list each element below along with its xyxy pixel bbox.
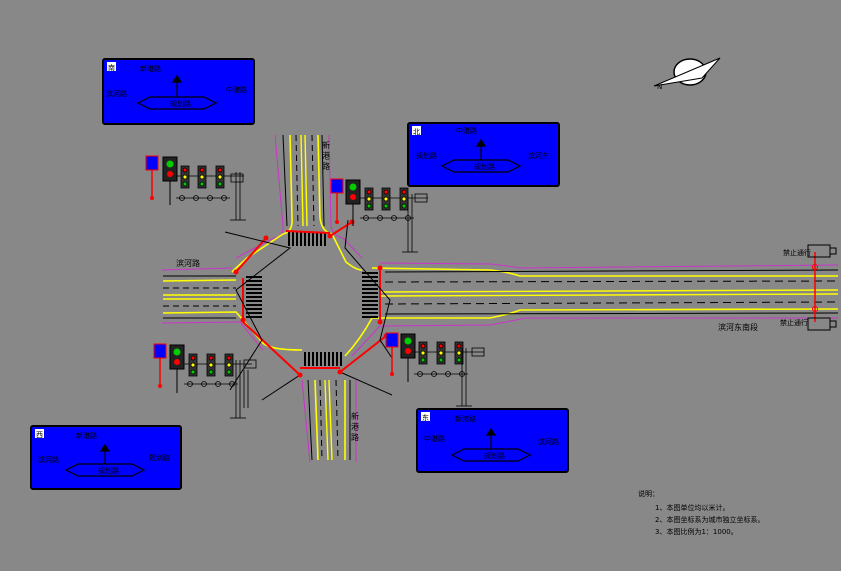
road-label-east: 滨河东南段	[718, 322, 758, 332]
sign-badge: 西	[36, 431, 43, 439]
stop-line-dots	[233, 219, 389, 378]
sign-right: 滨河路	[538, 437, 559, 446]
signal-group-se	[385, 332, 485, 407]
barrier-sign-icon	[807, 244, 837, 258]
note-item: 1、本图单位均以米计。	[655, 504, 730, 512]
guide-sign-se: 东 新港路 中港路 滨河路 规划路	[416, 408, 569, 473]
signal-group-ne	[330, 178, 428, 253]
sign-badge: 南	[108, 63, 115, 72]
signal-wiring	[224, 219, 393, 401]
traffic-light-icon	[162, 156, 178, 205]
sign-left: 规划路	[416, 151, 437, 160]
note-item: 3、本图比例为1：1000。	[655, 528, 738, 536]
barrier-label-bottom: 禁止通行	[780, 318, 808, 327]
north-arrow-label: N	[657, 83, 662, 91]
sign-ahead: 新港路	[140, 64, 161, 73]
sign-center: 规划路	[474, 162, 495, 171]
traffic-light-icon	[345, 179, 361, 226]
signal-group-nw	[145, 155, 246, 221]
sign-left: 滨河路	[106, 89, 127, 98]
sign-center: 规划路	[98, 466, 119, 475]
junction-arrow-icon	[450, 427, 532, 462]
crosswalks	[246, 232, 378, 366]
sign-ahead: 新港路	[455, 414, 476, 423]
signal-group-sw	[153, 343, 257, 419]
junction-arrow-icon	[440, 138, 522, 173]
stop-lines	[235, 221, 387, 376]
sign-badge: 北	[413, 128, 420, 136]
traffic-light-icon	[400, 333, 416, 382]
east-end-barrier: 禁止通行 禁止通行	[780, 244, 837, 331]
junction-arrow-icon	[64, 443, 146, 477]
junction-arrow-icon	[136, 74, 218, 110]
pedestrian-signal-icon	[145, 155, 159, 200]
sign-right: 滨河东	[528, 151, 549, 160]
road-label-west: 滨河路	[176, 258, 200, 268]
sign-left: 滨河路	[38, 455, 59, 464]
crosswalk-west	[246, 276, 262, 320]
crosswalk-south	[302, 352, 342, 366]
lane-signal-heads-icon	[176, 165, 246, 221]
lane-lines	[163, 134, 839, 461]
sign-right: 中港路	[226, 85, 247, 94]
guide-sign-nw: 南 新港路 滨河路 中港路 规划路	[102, 58, 255, 125]
sign-right: 规划路	[149, 453, 170, 462]
road-label-north: 新 港 路	[322, 140, 331, 170]
centre-lines	[163, 134, 839, 461]
sign-ahead: 新港路	[76, 431, 97, 440]
guide-sign-ne: 北 中港路 规划路 滨河东 规划路	[407, 122, 560, 187]
north-arrow-icon: N	[653, 57, 721, 91]
lane-signal-heads-icon	[184, 353, 257, 419]
sign-badge: 东	[422, 413, 429, 422]
sign-center: 规划路	[484, 451, 505, 460]
guide-sign-sw: 西 新港路 滨河路 规划路 规划路	[30, 425, 182, 490]
pedestrian-signal-icon	[330, 178, 344, 224]
crosswalk-north	[287, 232, 327, 246]
crosswalk-east	[362, 272, 378, 318]
barrier-sign-icon	[807, 317, 837, 331]
pedestrian-signal-icon	[153, 343, 167, 388]
road-edges	[161, 134, 839, 463]
sign-ahead: 中港路	[456, 126, 477, 135]
barrier-label-top: 禁止通行	[783, 248, 811, 257]
sign-center: 规划路	[170, 99, 191, 108]
traffic-light-icon	[169, 344, 185, 393]
sign-left: 中港路	[424, 434, 445, 443]
lane-signal-heads-icon	[414, 341, 485, 407]
road-label-south: 新 港 路	[351, 411, 360, 441]
lane-signal-heads-icon	[360, 187, 428, 253]
notes-title: 说明：	[638, 490, 659, 498]
pedestrian-signal-icon	[385, 332, 399, 376]
note-item: 2、本图坐标系为城市独立坐标系。	[655, 516, 765, 524]
